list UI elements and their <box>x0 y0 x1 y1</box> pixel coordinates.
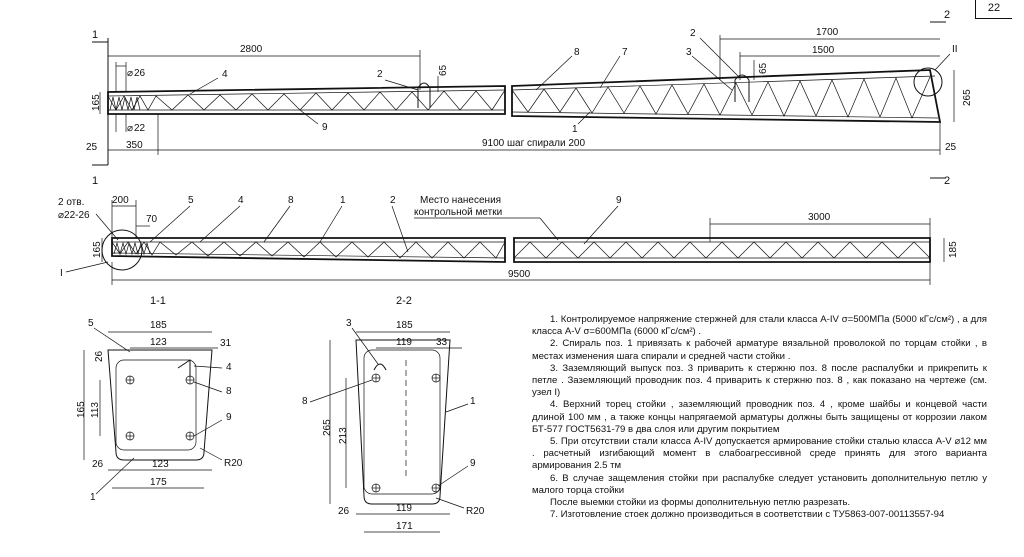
pos-1-bottom: 1 <box>340 195 346 206</box>
dim-1700: 1700 <box>816 27 839 38</box>
s11-dim-26-bottom: 26 <box>92 459 104 470</box>
s22-pos-8: 8 <box>302 396 308 407</box>
note-5: 5. При отсутствии стали класса A-IV допу… <box>532 436 987 472</box>
section-2-2-title: 2-2 <box>396 295 412 307</box>
dim-200: 200 <box>112 195 129 206</box>
pos-8-bottom: 8 <box>288 195 294 206</box>
s11-pos-4: 4 <box>226 362 232 373</box>
s22-pos-3: 3 <box>346 318 352 329</box>
s11-dim-123-bottom: 123 <box>152 459 169 470</box>
dim-350: 350 <box>126 140 143 151</box>
s22-dim-185: 185 <box>396 320 413 331</box>
dim-22-prefix: ⌀ <box>127 123 133 134</box>
s11-dim-165: 165 <box>76 401 87 418</box>
s11-dim-31: 31 <box>220 338 232 349</box>
holes-diameter: ⌀22-26 <box>58 210 90 221</box>
section-1-1-title: 1-1 <box>150 295 166 307</box>
dim-26-prefix: ⌀ <box>127 68 133 79</box>
dim-9500: 9500 <box>508 269 531 280</box>
pos-5-bottom: 5 <box>188 195 194 206</box>
general-notes: 1. Контролируемое напряжение стержней дл… <box>532 314 987 521</box>
section-mark-1-top: 1 <box>92 29 98 41</box>
dim-26: 26 <box>134 68 146 79</box>
pos-4-top: 4 <box>222 69 228 80</box>
s22-dim-213: 213 <box>338 427 349 444</box>
control-mark-line1: Место нанесения <box>420 195 501 206</box>
s11-dim-26-top: 26 <box>94 350 105 362</box>
pos-4-bottom: 4 <box>238 195 244 206</box>
dim-9100: 9100 шаг спирали 200 <box>482 138 585 149</box>
s11-pos-9: 9 <box>226 412 232 423</box>
note-2: 2. Спираль поз. 1 привязать к рабочей ар… <box>532 338 987 362</box>
note-4: 4. Верхний торец стойки , заземляющий пр… <box>532 399 987 435</box>
dim-265: 265 <box>962 89 973 106</box>
section-mark-2-top: 2 <box>944 9 950 21</box>
dim-70: 70 <box>146 214 158 225</box>
dim-3000: 3000 <box>808 212 831 223</box>
s11-dim-123-top: 123 <box>150 337 167 348</box>
dim-25-left: 25 <box>86 142 98 153</box>
pos-7-top: 7 <box>622 47 628 58</box>
dim-165-bottom: 165 <box>92 241 103 258</box>
section-1-1: 1-1 185 123 31 26 165 113 26 123 175 R20 <box>76 295 243 503</box>
dim-185-bottom: 185 <box>948 241 959 258</box>
s22-dim-171: 171 <box>396 521 413 532</box>
dim-2800: 2800 <box>240 44 263 55</box>
pos-9-top: 9 <box>322 122 328 133</box>
control-mark-line2: контрольной метки <box>414 207 502 218</box>
dim-65-right: 65 <box>758 62 769 74</box>
holes-count: 2 отв. <box>58 197 84 208</box>
pos-9-bottom: 9 <box>616 195 622 206</box>
node-mark-1: I <box>60 268 63 279</box>
section-2-2: 2-2 185 119 33 265 213 26 119 171 R20 <box>302 295 485 533</box>
note-6: 6. В случае защемления стойки при распал… <box>532 472 987 496</box>
dim-65-left: 65 <box>438 64 449 76</box>
dim-165-left: 165 <box>91 94 102 111</box>
pos-8-top: 8 <box>574 47 580 58</box>
s22-dim-33: 33 <box>436 337 448 348</box>
section-mark-1-bottom: 1 <box>92 175 98 187</box>
s22-pos-9: 9 <box>470 458 476 469</box>
section-mark-2-bottom: 2 <box>944 175 950 187</box>
dim-22: 22 <box>134 123 146 134</box>
pos-3-top: 3 <box>686 47 692 58</box>
s22-pos-1: 1 <box>470 396 476 407</box>
s22-dim-26: 26 <box>338 506 350 517</box>
dim-25-right: 25 <box>945 142 957 153</box>
s11-dim-185: 185 <box>150 320 167 331</box>
node-mark-2: II <box>952 44 958 55</box>
s22-dim-119-top: 119 <box>396 337 412 348</box>
note-1: 1. Контролируемое напряжение стержней дл… <box>532 314 987 338</box>
s11-dim-175: 175 <box>150 477 167 488</box>
pos-2-top-right: 2 <box>690 28 696 39</box>
bottom-elevation: I 2 отв. ⌀22-26 200 70 165 185 3000 9500… <box>58 195 959 285</box>
sheet-number: 22 <box>975 0 1012 19</box>
pos-2-top-left: 2 <box>377 69 383 80</box>
s22-radius: R20 <box>466 506 485 517</box>
s11-radius: R20 <box>224 458 243 469</box>
pos-2-bottom: 2 <box>390 195 396 206</box>
note-6-continued: После выемки стойки из формы дополнитель… <box>550 497 851 509</box>
dim-1500: 1500 <box>812 45 835 56</box>
s11-pos-8: 8 <box>226 386 232 397</box>
pos-1-top: 1 <box>572 124 578 135</box>
s22-dim-265: 265 <box>322 419 333 436</box>
top-elevation: 1 1 2 2 II 2800 26 ⌀ <box>86 9 973 187</box>
note-7: 7. Изготовление стоек должно производить… <box>550 509 945 521</box>
s11-pos-1: 1 <box>90 492 96 503</box>
s22-dim-119-bottom: 119 <box>396 503 412 514</box>
s11-dim-113: 113 <box>90 402 101 418</box>
s11-pos-5: 5 <box>88 318 94 329</box>
note-3: 3. Заземляющий выпуск поз. 3 приварить к… <box>532 362 987 399</box>
